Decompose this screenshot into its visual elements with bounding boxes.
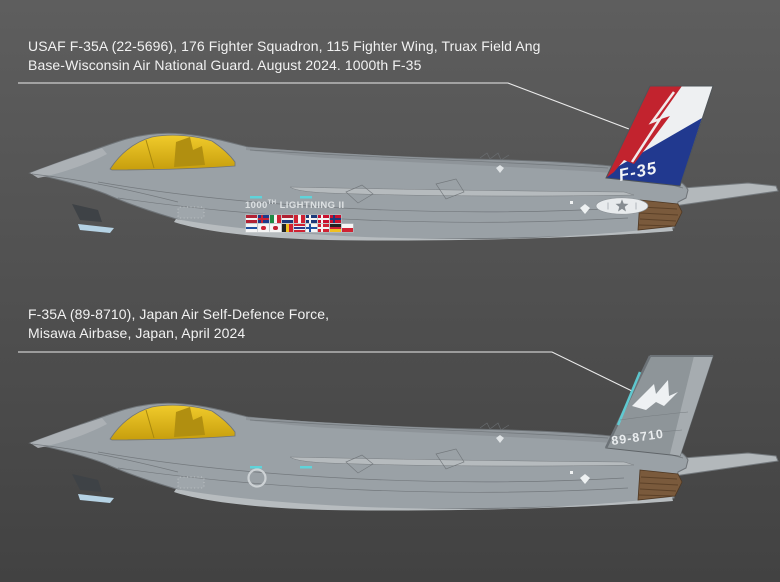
flag-switzerland-icon xyxy=(318,224,329,232)
insignia-bars xyxy=(607,202,637,210)
annotation-jasdf-line1: F-35A (89-8710), Japan Air Self-Defence … xyxy=(28,306,330,322)
annotation-usaf-line2: Base-Wisconsin Air National Guard. Augus… xyxy=(28,57,422,73)
thousandth-lightning-marking: 1000TH LIGHTNING II xyxy=(245,200,345,211)
flag-thailand-icon xyxy=(294,224,305,232)
marking-sup: TH xyxy=(267,200,277,206)
aircraft-usaf-f35a: F-35 1000TH LIGHTNING II xyxy=(28,80,780,252)
marking-name: LIGHTNING II xyxy=(276,200,345,212)
flag-israel-icon xyxy=(246,224,257,232)
flag-norway-icon xyxy=(330,215,341,223)
flag-czech-icon xyxy=(342,224,353,232)
annotation-usaf-line1: USAF F-35A (22-5696), 176 Fighter Squadr… xyxy=(28,38,541,54)
flag-row-1 xyxy=(246,215,353,223)
flag-netherlands-icon xyxy=(282,215,293,223)
tail-trailing-band xyxy=(670,356,713,456)
vertical-tail-jasdf: 89-8710 xyxy=(604,355,714,457)
flag-south-korea-icon xyxy=(270,224,281,232)
tail-blue-field xyxy=(606,118,702,186)
jasdf-eagle-emblem-icon xyxy=(632,380,678,410)
flag-germany-icon xyxy=(330,224,341,232)
flag-italy-icon xyxy=(270,215,281,223)
flag-row-2 xyxy=(246,224,353,232)
insignia-star xyxy=(615,199,629,212)
aircraft-jasdf-illustration: 89-8710 xyxy=(29,355,779,512)
usaf-star-and-bars-insignia xyxy=(595,197,649,215)
flag-usa-icon xyxy=(246,215,257,223)
marking-number: 1000 xyxy=(245,200,268,212)
partner-nation-flags xyxy=(246,215,353,233)
jasdf-hinomaru-lowviz-roundel xyxy=(247,468,267,488)
flag-finland-icon xyxy=(306,224,317,232)
annotation-usaf: USAF F-35A (22-5696), 176 Fighter Squadr… xyxy=(28,37,540,75)
tail-outline xyxy=(605,85,714,187)
lightning-bolt-stripe xyxy=(630,91,676,163)
tail-panel-lines xyxy=(613,411,689,437)
flag-belgium-icon xyxy=(282,224,293,232)
flag-uk-icon xyxy=(258,215,269,223)
aircraft-jasdf-f35a: 89-8710 xyxy=(28,350,780,522)
annotation-jasdf: F-35A (89-8710), Japan Air Self-Defence … xyxy=(28,305,329,343)
flag-australia-icon xyxy=(306,215,317,223)
annotation-jasdf-line2: Misawa Airbase, Japan, April 2024 xyxy=(28,325,246,341)
tail-formation-light-strip xyxy=(616,371,642,426)
flag-denmark-icon xyxy=(318,215,329,223)
vertical-tail-usaf-livery: F-35 xyxy=(605,85,714,187)
flag-canada-icon xyxy=(294,215,305,223)
aircraft-usaf-illustration: F-35 xyxy=(29,85,779,242)
flag-japan-icon xyxy=(258,224,269,232)
